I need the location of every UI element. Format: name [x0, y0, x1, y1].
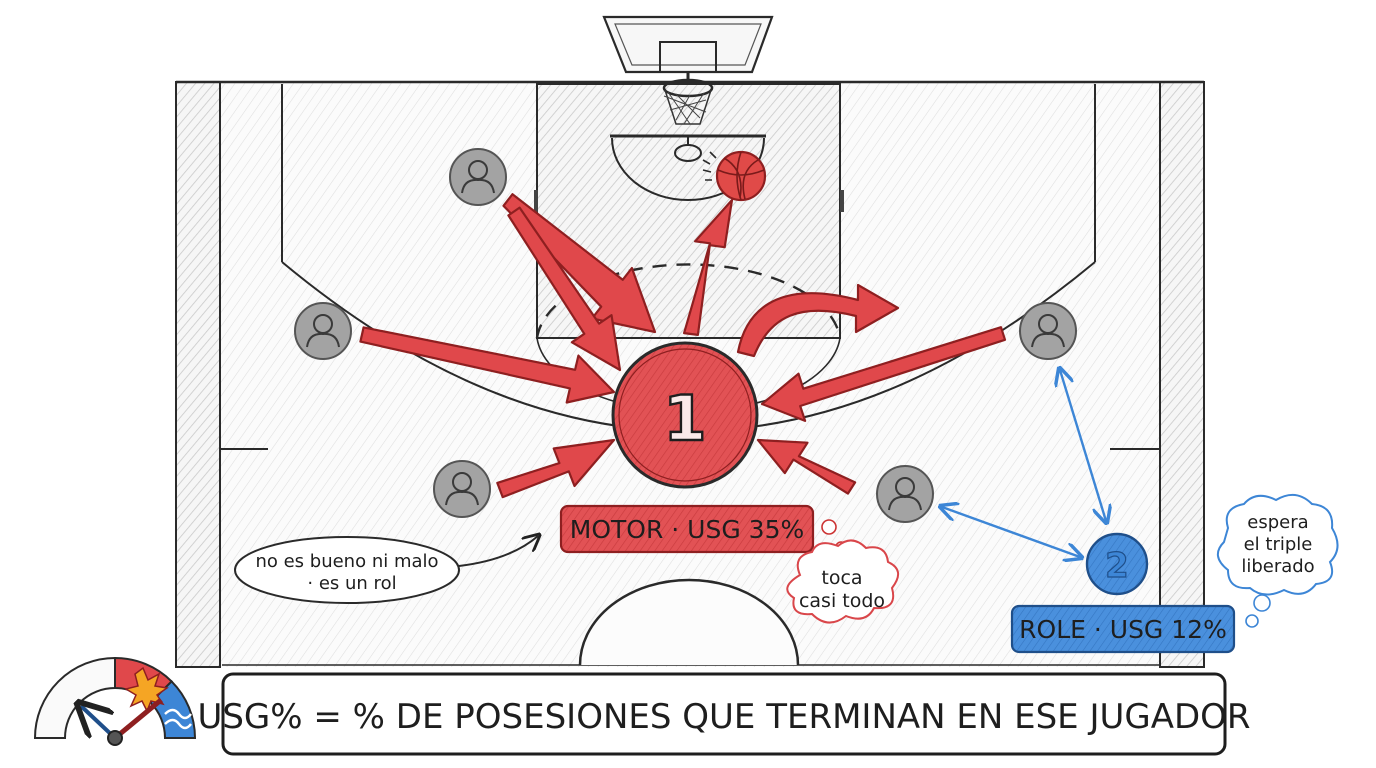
- svg-text:no es bueno ni malo: no es bueno ni malo: [255, 551, 438, 572]
- formula-text: USG% = % DE POSESIONES QUE TERMINAN EN E…: [197, 697, 1250, 737]
- arrow-to-basket: [682, 198, 734, 336]
- motor-label-text: MOTOR · USG 35%: [570, 515, 804, 544]
- svg-text:espera: espera: [1247, 512, 1308, 533]
- basketball-icon: [702, 150, 767, 202]
- arrow-curve-to-right: [736, 283, 900, 358]
- wave-icon: [164, 708, 192, 730]
- role-player-circle: [1085, 532, 1149, 596]
- right-sideline-band: [1159, 81, 1205, 668]
- link-corner-to-role: [942, 507, 1080, 557]
- role-links: [942, 370, 1106, 557]
- svg-text:el triple: el triple: [1244, 534, 1313, 555]
- svg-text:toca: toca: [821, 567, 862, 589]
- motor-label-badge: MOTOR · USG 35%: [559, 504, 815, 554]
- player-avatar-icon: [1019, 302, 1077, 360]
- motor-player: 1: [611, 341, 759, 489]
- motor-player-circle: [611, 341, 759, 489]
- role-thought-bubble: espera el triple liberado: [1217, 493, 1339, 628]
- left-sideline-band: [175, 81, 221, 668]
- role-label-badge: ROLE · USG 12%: [1010, 604, 1236, 654]
- gauge-needle-motor: [113, 697, 163, 740]
- hoop-icon: [610, 72, 766, 162]
- defenders: [294, 148, 1077, 523]
- arrow-from-left-wing: [359, 326, 616, 404]
- motor-thought-bubble: toca casi todo: [786, 519, 899, 624]
- arrow-from-top-left-player: [502, 193, 657, 334]
- note-bubble: no es bueno ni malo · es un rol: [234, 536, 538, 604]
- player-avatar-icon: [294, 302, 352, 360]
- pass-arrows: [359, 193, 1007, 499]
- player-avatar-icon: [876, 465, 934, 523]
- svg-text:· es un rol: · es un rol: [307, 573, 396, 594]
- center-circle: [578, 578, 800, 666]
- note-arrow: [458, 536, 538, 567]
- link-wing-to-role: [1060, 370, 1106, 521]
- arrow-from-right-wing: [760, 326, 1007, 422]
- backboard-icon: [602, 15, 774, 74]
- arrow-from-right-corner: [756, 438, 857, 495]
- arrow-from-top-left-lane: [507, 206, 622, 372]
- player-avatar-icon: [433, 460, 491, 518]
- player-avatar-icon: [449, 148, 507, 206]
- svg-text:liberado: liberado: [1241, 556, 1314, 577]
- motor-player-number: 1: [663, 382, 706, 455]
- formula-banner: USG% = % DE POSESIONES QUE TERMINAN EN E…: [197, 672, 1251, 756]
- role-player-number: 2: [1105, 546, 1129, 586]
- role-label-text: ROLE · USG 12%: [1019, 615, 1227, 644]
- svg-text:casi todo: casi todo: [799, 590, 885, 612]
- usage-gauge-icon: [33, 656, 197, 746]
- role-player: 2: [1085, 532, 1149, 596]
- arrow-from-left-corner: [496, 438, 616, 499]
